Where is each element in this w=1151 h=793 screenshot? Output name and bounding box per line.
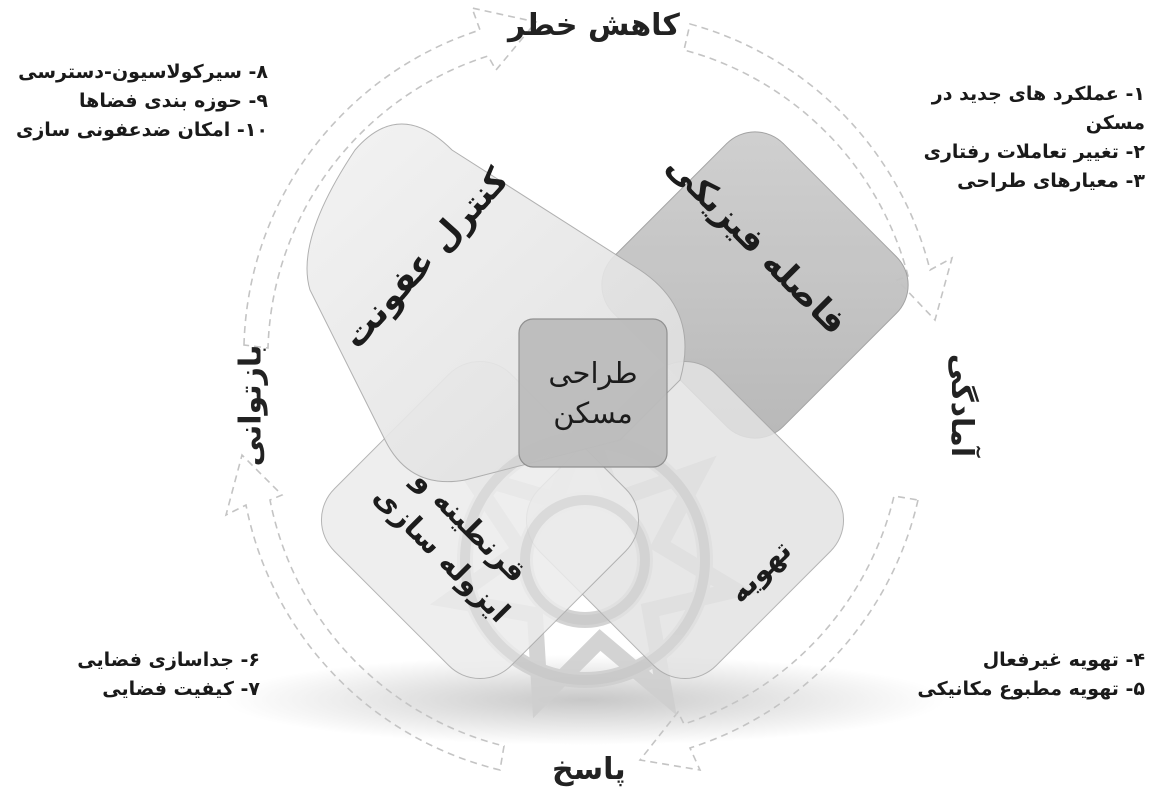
phase-label-bottom: پاسخ — [552, 752, 626, 787]
note-item: ۱۰- امکان ضدعفونی سازی — [15, 119, 268, 141]
note-item: ۳- معیارهای طراحی — [957, 170, 1145, 192]
notes-bottom-right: ۴- تهویه غیرفعال ۵- تهویه مطبوع مکانیکی — [917, 646, 1145, 704]
notes-bottom-left: ۶- جداسازی فضایی ۷- کیفیت فضایی — [60, 646, 260, 704]
note-item: مسکن — [1085, 112, 1145, 134]
ground-shadow — [225, 655, 945, 745]
arrow-top-left — [243, 6, 538, 349]
note-item: ۷- کیفیت فضایی — [102, 678, 260, 700]
note-item: ۴- تهویه غیرفعال — [982, 649, 1145, 671]
center-label-line-2: مسکن — [553, 396, 633, 430]
note-item: ۵- تهویه مطبوع مکانیکی — [917, 678, 1145, 700]
arrow-bottom-right — [638, 495, 919, 772]
phase-label-right: آمادگی — [944, 353, 980, 458]
phase-label-left: بازتوانی — [233, 344, 269, 467]
center-box — [518, 318, 668, 468]
arrow-bottom-left — [224, 453, 505, 771]
phase-label-top: کاهش خطر — [508, 8, 680, 43]
center-label-line-1: طراحی — [548, 356, 638, 390]
cycle-arrows — [224, 6, 954, 772]
notes-top-right: ۱- عملکرد های جدید در مسکن ۲- تغییر تعام… — [924, 80, 1145, 196]
notes-top-left: ۸- سیرکولاسیون-دسترسی ۹- حوزه بندی فضاها… — [8, 58, 268, 145]
note-item: ۶- جداسازی فضایی — [77, 649, 260, 671]
note-item: ۸- سیرکولاسیون-دسترسی — [18, 61, 268, 83]
note-item: ۱- عملکرد های جدید در — [931, 83, 1145, 105]
note-item: ۹- حوزه بندی فضاها — [79, 90, 268, 112]
arrow-top-right — [683, 23, 954, 322]
note-item: ۲- تغییر تعاملات رفتاری — [923, 141, 1145, 163]
center-label: طراحی مسکن — [519, 319, 667, 467]
